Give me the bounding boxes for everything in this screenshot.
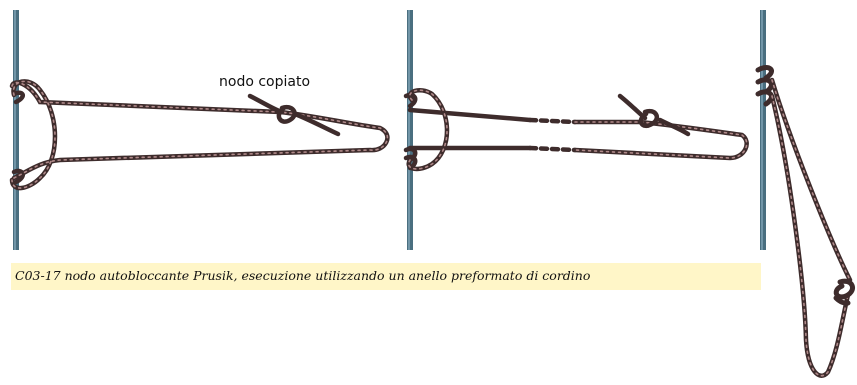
cord-loop-1	[9, 79, 390, 191]
panel-2	[403, 10, 749, 250]
caption-bar	[11, 263, 761, 290]
copied-knot-3	[833, 278, 855, 306]
copied-knot-label: nodo copiato	[219, 74, 311, 90]
copied-knot-2	[617, 93, 691, 137]
figure-caption: C03-17 nodo autobloccante Prusik, esecuz…	[15, 268, 591, 283]
panel-1	[9, 10, 390, 250]
cord-loop-2	[403, 88, 749, 172]
panel-3	[755, 10, 855, 378]
copied-knot-1	[247, 93, 341, 137]
cord-loop-3	[769, 77, 853, 378]
